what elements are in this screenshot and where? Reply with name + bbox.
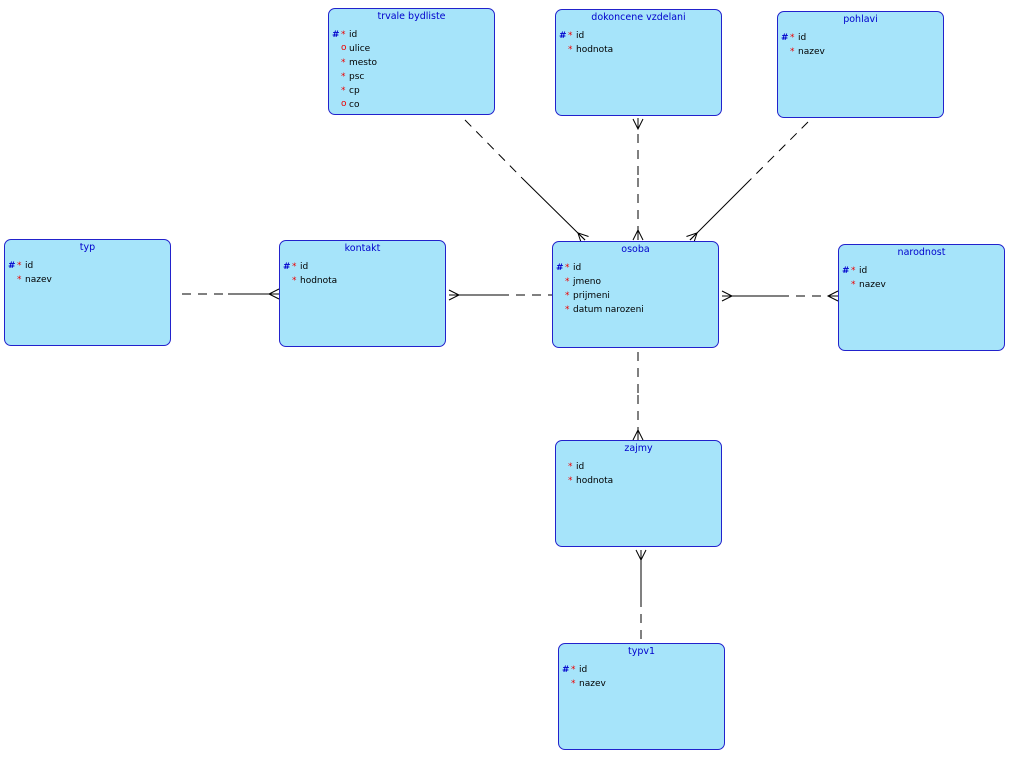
mandatory-marker: *: [292, 276, 297, 286]
attribute-name: hodnota: [300, 276, 338, 286]
primary-key-marker: #: [842, 266, 850, 276]
entity-title: typv1: [627, 646, 656, 657]
entity-narodnost[interactable]: narodnost #*id*nazev: [838, 244, 1005, 351]
mandatory-marker: *: [568, 31, 573, 41]
crows-foot-marker: [635, 549, 647, 562]
mandatory-marker: *: [571, 665, 576, 675]
entity-title: trvale bydliste: [377, 11, 446, 22]
mandatory-marker: *: [568, 45, 573, 55]
mandatory-marker: *: [17, 275, 22, 285]
crows-foot-marker: [632, 118, 644, 131]
primary-key-marker: #: [559, 31, 567, 41]
mandatory-marker: *: [851, 266, 856, 276]
crows-foot-marker: [686, 232, 698, 244]
attribute-name: nazev: [579, 679, 606, 689]
attribute-name: id: [798, 33, 807, 43]
entity-zajmy[interactable]: zajmy *id*hodnota: [555, 440, 722, 547]
primary-key-marker: #: [332, 30, 340, 40]
attribute-name: mesto: [349, 58, 378, 68]
mandatory-marker: *: [790, 33, 795, 43]
attribute-name: nazev: [798, 47, 825, 57]
attribute-name: co: [349, 100, 360, 110]
mandatory-marker: *: [565, 277, 570, 287]
attribute-name: hodnota: [576, 476, 614, 486]
mandatory-marker: *: [571, 679, 576, 689]
mandatory-marker: *: [341, 58, 346, 68]
crows-foot-marker: [632, 228, 644, 241]
primary-key-marker: #: [781, 33, 789, 43]
mandatory-marker: *: [565, 305, 570, 315]
entity-title: zajmy: [624, 443, 653, 454]
mandatory-marker: *: [565, 291, 570, 301]
crows-foot-marker: [826, 290, 839, 302]
relationship-line: [689, 179, 751, 241]
entity-title: pohlavi: [843, 14, 878, 25]
attribute-name: prijmeni: [573, 291, 610, 301]
attribute-name: id: [576, 31, 585, 41]
mandatory-marker: *: [565, 263, 570, 273]
entity-typv1[interactable]: typv1 #*id*nazev: [558, 643, 725, 750]
mandatory-marker: *: [341, 30, 346, 40]
mandatory-marker: *: [17, 261, 22, 271]
entity-title: dokoncene vzdelani: [591, 12, 686, 23]
attribute-name: jmeno: [573, 277, 602, 287]
attribute-name: ulice: [349, 44, 371, 54]
attribute-name: nazev: [25, 275, 52, 285]
attribute-name: id: [579, 665, 588, 675]
entity-title: osoba: [621, 244, 650, 255]
primary-key-marker: #: [556, 263, 564, 273]
crows-foot-marker: [267, 288, 280, 300]
attribute-name: id: [573, 263, 582, 273]
attribute-name: cp: [349, 86, 360, 96]
entity-dokoncene-vzdelani[interactable]: dokoncene vzdelani #*id*hodnota: [555, 9, 722, 116]
attribute-name: id: [300, 262, 309, 272]
crows-foot-marker: [448, 289, 461, 301]
attribute-name: nazev: [859, 280, 886, 290]
relationship-line: [521, 177, 586, 241]
attribute-name: id: [349, 30, 358, 40]
mandatory-marker: *: [568, 476, 573, 486]
entity-typ[interactable]: typ #*id*nazev: [4, 239, 171, 346]
crows-foot-marker: [632, 428, 644, 441]
attribute-name: id: [25, 261, 34, 271]
attribute-name: id: [576, 462, 585, 472]
relationship-line: [749, 121, 809, 181]
entity-osoba[interactable]: osoba#*id*jmeno*prijmeni*datum narozeni: [552, 241, 719, 348]
crows-foot-marker: [721, 290, 734, 302]
mandatory-marker: *: [292, 262, 297, 272]
relationship-line: [464, 119, 523, 179]
entity-title: typ: [79, 242, 96, 253]
primary-key-marker: #: [8, 261, 16, 271]
entity-title: kontakt: [344, 243, 381, 254]
primary-key-marker: #: [283, 262, 291, 272]
entity-pohlavi[interactable]: pohlavi #*id*nazev: [777, 11, 944, 118]
attribute-name: psc: [349, 72, 365, 82]
mandatory-marker: *: [341, 86, 346, 96]
mandatory-marker: *: [341, 72, 346, 82]
attribute-name: hodnota: [576, 45, 614, 55]
primary-key-marker: #: [562, 665, 570, 675]
mandatory-marker: *: [790, 47, 795, 57]
entity-kontakt[interactable]: kontakt #*id*hodnota: [279, 240, 446, 347]
mandatory-marker: *: [568, 462, 573, 472]
optional-marker: o: [341, 99, 347, 109]
optional-marker: o: [341, 43, 347, 53]
attribute-name: id: [859, 266, 868, 276]
crows-foot-marker: [577, 232, 589, 244]
mandatory-marker: *: [851, 280, 856, 290]
entity-title: narodnost: [897, 247, 946, 258]
attribute-name: datum narozeni: [573, 305, 644, 315]
